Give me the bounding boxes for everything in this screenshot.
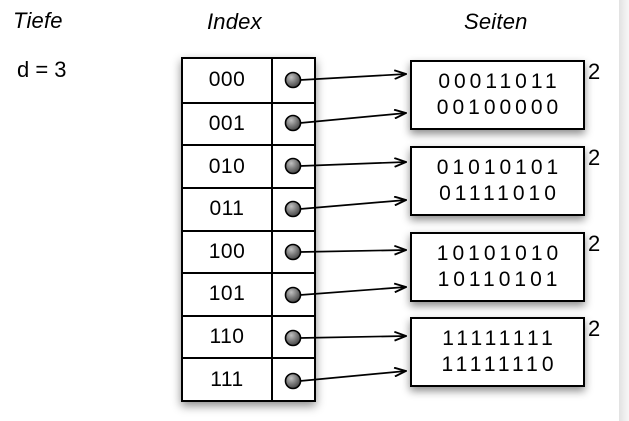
index-key-001: 001	[183, 103, 273, 145]
index-row-111: 111	[183, 357, 314, 400]
page-record: 11111111	[442, 327, 557, 350]
local-depth-label-3: 2	[588, 316, 601, 341]
local-depth-label-2: 2	[588, 231, 601, 256]
index-key-110: 110	[183, 316, 273, 358]
index-row-101: 101	[183, 272, 314, 315]
index-column-header: Index	[207, 9, 262, 34]
index-row-011: 011	[183, 186, 314, 230]
pointer-cell-100	[273, 232, 314, 273]
page-record: 10110101	[437, 268, 562, 291]
index-key-100: 100	[183, 231, 273, 273]
pointer-cell-111	[273, 359, 314, 400]
pointer-cell-011	[273, 189, 314, 230]
index-key-101: 101	[183, 274, 273, 315]
page-edge-band	[619, 0, 629, 421]
local-depth-label-0: 2	[588, 59, 601, 84]
index-key-111: 111	[183, 359, 273, 400]
page-record: 10101010	[436, 242, 563, 265]
page-record: 00100000	[436, 96, 563, 119]
index-row-010: 010	[183, 144, 314, 187]
pages-column-header: Seiten	[464, 9, 528, 34]
index-key-000: 000	[183, 59, 273, 102]
pointer-cell-010	[273, 146, 314, 187]
pointer-cell-110	[273, 317, 314, 358]
global-depth-value: d = 3	[17, 57, 67, 82]
index-row-100: 100	[183, 229, 314, 273]
page-box-1: 01010101 01111010	[410, 146, 585, 216]
page-record: 01010101	[436, 156, 563, 179]
index-row-000: 000	[183, 59, 314, 102]
pointer-cell-000	[273, 59, 314, 102]
page-record: 00011011	[438, 70, 561, 93]
depth-column-header: Tiefe	[13, 8, 63, 33]
index-key-010: 010	[183, 146, 273, 187]
local-depth-label-1: 2	[588, 145, 601, 170]
index-row-110: 110	[183, 314, 314, 358]
pointer-cell-001	[273, 104, 314, 145]
pointer-cell-101	[273, 274, 314, 315]
page-box-3: 11111111 11111110	[410, 317, 585, 387]
index-row-001: 001	[183, 101, 314, 145]
page-box-2: 10101010 10110101	[410, 232, 585, 302]
index-key-011: 011	[183, 188, 273, 230]
page-box-0: 00011011 00100000	[410, 60, 585, 130]
page-record: 01111010	[439, 182, 560, 205]
page-record: 11111110	[441, 353, 558, 376]
index-table: 000 001 010 011 100 101 110 111	[181, 57, 316, 402]
